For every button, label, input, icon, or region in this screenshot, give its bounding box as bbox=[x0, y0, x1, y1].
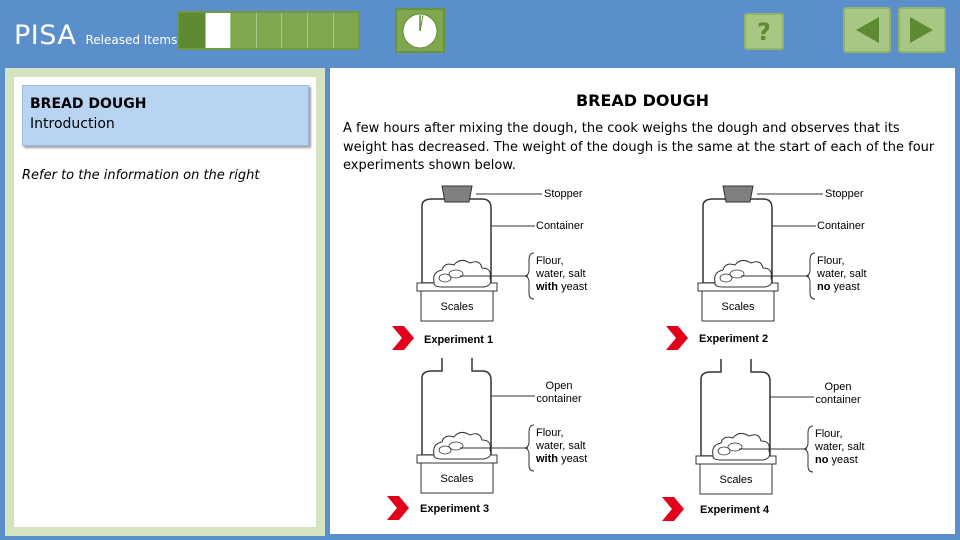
help-icon: ? bbox=[757, 17, 771, 46]
experiment-3-diagram: Open container Flour, water, salt with y… bbox=[387, 358, 587, 520]
arrow-left-icon bbox=[856, 17, 879, 43]
stimulus-title: BREAD DOUGH bbox=[575, 91, 710, 110]
experiment-1-diagram: Stopper Container Flour, water, salt wit… bbox=[392, 185, 587, 350]
experiment-label: Experiment 1 bbox=[424, 334, 493, 346]
open-container-label: Open bbox=[546, 380, 573, 392]
next-button[interactable] bbox=[898, 7, 946, 53]
experiment-4-diagram: Open container Flour, water, salt no yea… bbox=[662, 359, 865, 521]
scales-label: Scales bbox=[719, 474, 753, 486]
stopper-label: Stopper bbox=[825, 188, 864, 200]
experiments-figure: Stopper Container Flour, water, salt wit… bbox=[387, 185, 867, 521]
stimulus-text: A few hours after mixing the dough, the … bbox=[343, 121, 935, 173]
progress-segment bbox=[306, 13, 333, 48]
scales-label: Scales bbox=[721, 301, 755, 313]
progress-segment-current bbox=[204, 13, 231, 48]
experiment-label: Experiment 4 bbox=[700, 504, 770, 516]
previous-button[interactable] bbox=[843, 7, 891, 53]
yeast-label: no yeast bbox=[815, 454, 858, 466]
yeast-label: with yeast bbox=[535, 453, 587, 465]
yeast-label: with yeast bbox=[535, 281, 587, 293]
question-panel: BREAD DOUGH Introduction Refer to the in… bbox=[5, 68, 325, 536]
red-arrow-icon bbox=[392, 326, 414, 350]
container-label: Container bbox=[536, 220, 584, 232]
stopper-label: Stopper bbox=[544, 188, 583, 200]
experiment-label: Experiment 3 bbox=[420, 503, 489, 515]
progress-segment bbox=[179, 13, 205, 48]
open-container-label: Open bbox=[825, 381, 852, 393]
ingredients-label: water, salt bbox=[814, 441, 865, 453]
red-arrow-icon bbox=[387, 496, 409, 520]
experiment-2-diagram: Stopper Container Flour, water, salt no … bbox=[666, 185, 867, 350]
progress-segment bbox=[281, 13, 307, 48]
question-panel-inner: BREAD DOUGH Introduction Refer to the in… bbox=[14, 77, 316, 527]
help-button[interactable]: ? bbox=[744, 13, 784, 50]
ingredients-label: Flour, bbox=[817, 255, 845, 267]
arrow-right-icon bbox=[910, 17, 933, 43]
unit-header: BREAD DOUGH Introduction bbox=[22, 85, 309, 146]
stimulus-panel: BREAD DOUGH A few hours after mixing the… bbox=[330, 68, 955, 534]
unit-subtitle: Introduction bbox=[30, 116, 115, 132]
header-bar: PISA Released Items ? bbox=[0, 0, 960, 62]
yeast-label: no yeast bbox=[817, 281, 860, 293]
progress-segment bbox=[332, 13, 359, 48]
brand-subtitle: Released Items bbox=[85, 33, 178, 47]
progress-segment bbox=[230, 13, 256, 48]
ingredients-label: Flour, bbox=[536, 255, 564, 267]
instruction-text: Refer to the information on the right bbox=[22, 168, 260, 183]
ingredients-label: Flour, bbox=[536, 427, 564, 439]
red-arrow-icon bbox=[662, 497, 684, 521]
red-arrow-icon bbox=[666, 326, 688, 350]
scales-label: Scales bbox=[440, 301, 474, 313]
ingredients-label: water, salt bbox=[535, 268, 586, 280]
ingredients-label: Flour, bbox=[815, 428, 843, 440]
brand-name: PISA bbox=[14, 20, 77, 51]
open-container-label: container bbox=[815, 394, 861, 406]
open-container-label: container bbox=[536, 393, 582, 405]
progress-bar bbox=[177, 11, 361, 50]
timer-icon bbox=[402, 13, 438, 48]
experiment-label: Experiment 2 bbox=[699, 333, 768, 345]
brand: PISA Released Items bbox=[14, 20, 177, 51]
timer bbox=[395, 8, 445, 53]
unit-title: BREAD DOUGH bbox=[30, 96, 147, 112]
ingredients-label: water, salt bbox=[816, 268, 867, 280]
progress-segment bbox=[255, 13, 282, 48]
scales-label: Scales bbox=[440, 473, 474, 485]
ingredients-label: water, salt bbox=[535, 440, 586, 452]
container-label: Container bbox=[817, 220, 865, 232]
